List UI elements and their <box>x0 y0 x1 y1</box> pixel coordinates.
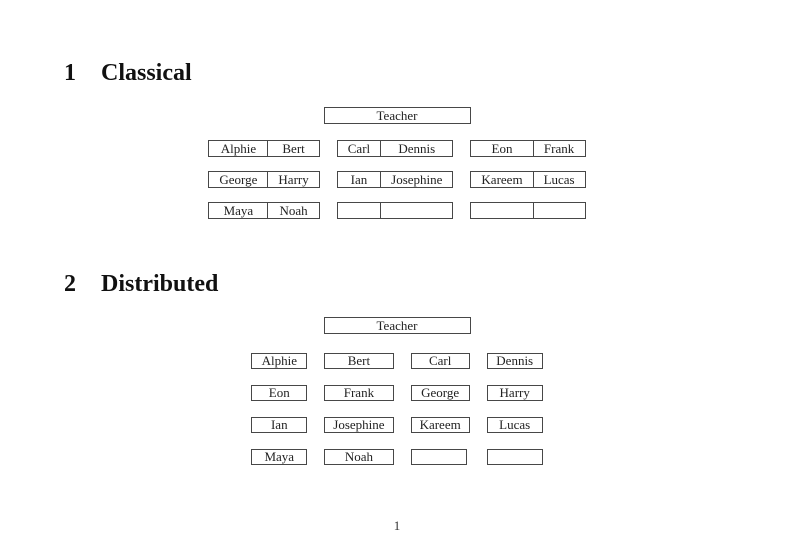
section-2-title: Distributed <box>101 271 219 297</box>
seat-box: Josephine <box>324 417 394 433</box>
desk-seat: Eon <box>470 140 534 157</box>
section-2-heading: 2 Distributed <box>64 271 218 298</box>
section-1-number: 1 <box>64 60 76 86</box>
desk-seat: Frank <box>533 140 586 157</box>
desk-seat: Kareem <box>470 171 534 188</box>
teacher-box: Teacher <box>323 317 471 334</box>
desk-seat: Bert <box>268 140 320 157</box>
seat-box: Dennis <box>486 353 543 369</box>
desk-seat-empty <box>533 202 586 219</box>
teacher-row: Teacher <box>0 107 794 124</box>
seat-box: Lucas <box>486 417 543 433</box>
desk-seat: Dennis <box>381 140 454 157</box>
page-number: 1 <box>393 518 401 533</box>
desk-seat: Maya <box>208 202 269 219</box>
desk-seat: Lucas <box>533 171 586 188</box>
desk-seat: Ian <box>336 171 382 188</box>
teacher-row: Teacher <box>0 317 794 334</box>
desk-seat: George <box>208 171 269 188</box>
desk-seat-empty <box>381 202 454 219</box>
section-2-number: 2 <box>64 271 76 297</box>
seat-box: Carl <box>410 353 470 369</box>
seat-box: Noah <box>324 449 394 465</box>
seat-box: Frank <box>324 385 394 401</box>
seat-box: Alphie <box>251 353 308 369</box>
desk <box>470 202 586 219</box>
seat-box: George <box>410 385 470 401</box>
seat-box: Maya <box>251 449 308 465</box>
seat-box-empty <box>486 449 543 465</box>
desk-seat: Carl <box>336 140 382 157</box>
desk-seat: Noah <box>268 202 320 219</box>
desk-seat: Alphie <box>208 140 269 157</box>
desk <box>336 202 454 219</box>
desk-seat-empty <box>470 202 534 219</box>
teacher-box: Teacher <box>323 107 471 124</box>
desk-seat-empty <box>336 202 382 219</box>
desk-seat: Harry <box>268 171 320 188</box>
seat-box: Ian <box>251 417 308 433</box>
section-1-heading: 1 Classical <box>64 60 192 87</box>
section-1-title: Classical <box>101 60 192 86</box>
seat-box: Eon <box>251 385 308 401</box>
seat-box-empty <box>410 449 467 465</box>
seat-box: Bert <box>324 353 394 369</box>
desk-seat: Josephine <box>381 171 454 188</box>
seat-box: Harry <box>486 385 543 401</box>
seat-box: Kareem <box>410 417 470 433</box>
